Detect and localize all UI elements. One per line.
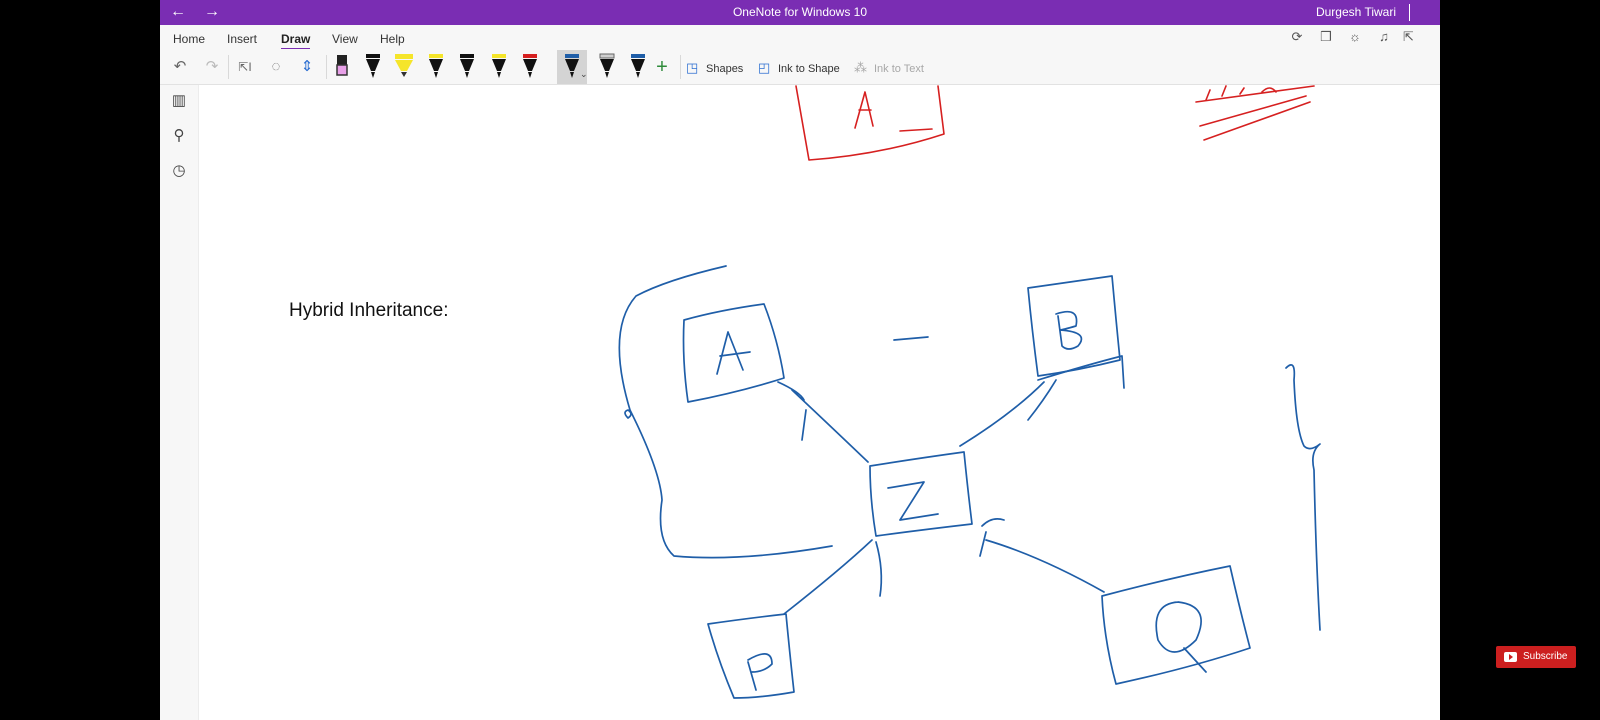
red-ink-box-a [795,85,945,161]
ink-letter-b [1055,310,1083,350]
pen-eraser-icon[interactable] [332,53,352,81]
pen-gray-icon[interactable] [597,53,617,81]
pen-yellow-icon[interactable] [426,53,446,81]
type-select-icon[interactable]: ⇱I [238,60,252,74]
ink-letter-a [716,331,751,375]
highlighter-yellow-icon[interactable] [394,53,414,81]
user-name[interactable]: Durgesh Tiwari [1315,5,1396,19]
back-button[interactable]: ← [170,3,186,20]
notebooks-icon[interactable]: ▥ [171,92,187,109]
navigation-sidebar: ▥ ⚲ ◷ [160,85,199,720]
lasso-select-icon[interactable]: ◌ [271,58,281,75]
tab-insert[interactable]: Insert [227,32,258,46]
bell-icon[interactable]: ♫ [1379,29,1389,44]
lightbulb-icon[interactable]: ☼ [1349,29,1361,44]
onenote-window: ← → OneNote for Windows 10 Durgesh Tiwar… [160,0,1440,720]
window-title: OneNote for Windows 10 [732,5,868,19]
ink-box-q [1101,565,1251,685]
ribbon-tabs: Home Insert Draw View Help ⟳ ❒ ☼ ♫ ⇱ [160,25,1440,50]
ink-to-shape-label: Ink to Shape [778,63,840,75]
ink-box-z [869,451,973,537]
ink-diagram-hybrid-inheritance [618,265,1321,699]
shapes-icon: ◳ [686,60,699,75]
add-pen-icon[interactable]: + [656,56,668,78]
chevron-down-icon[interactable]: ⌄ [580,69,588,79]
pen-yellow-2-icon[interactable] [489,53,509,81]
toolbar-divider [228,55,229,79]
ink-letter-q [1155,601,1207,673]
toolbar-divider [680,55,681,79]
undo-icon[interactable]: ↶ [173,58,187,75]
pen-blue-selected-icon[interactable] [562,53,582,81]
title-bar: ← → OneNote for Windows 10 Durgesh Tiwar… [160,0,1440,25]
draw-toolbar: ↶ ↷ ⇱I ◌ ⇕ ⌄ [160,49,1440,85]
youtube-play-icon [1504,652,1517,662]
recent-clock-icon[interactable]: ◷ [172,162,186,179]
shapes-button[interactable]: ◳ Shapes [686,60,743,76]
page-heading[interactable]: Hybrid Inheritance: [289,300,449,321]
youtube-subscribe-button[interactable]: Subscribe [1496,646,1576,668]
redo-icon[interactable]: ↷ [205,58,219,75]
pen-red-icon[interactable] [520,53,540,81]
ink-letter-p [747,653,773,691]
pen-black-2-icon[interactable] [457,53,477,81]
add-space-icon[interactable]: ⇕ [300,58,314,75]
pen-black-icon[interactable] [363,53,383,81]
forward-button[interactable]: → [204,3,220,20]
sync-icon[interactable]: ⟳ [1291,29,1303,44]
tab-view[interactable]: View [332,32,358,46]
ink-box-p [707,613,795,699]
ink-to-text-label: Ink to Text [874,63,924,75]
search-icon[interactable]: ⚲ [173,127,185,144]
ink-box-a [682,303,785,403]
red-ink-scribble [1195,85,1315,141]
ink-box-b [1027,275,1121,377]
toolbar-divider [326,55,327,79]
shapes-label: Shapes [706,63,744,75]
subscribe-label: Subscribe [1523,651,1568,662]
title-divider [1409,4,1410,21]
tab-home[interactable]: Home [173,32,206,46]
notebook-icon[interactable]: ❒ [1320,29,1332,44]
ink-to-shape-icon: ◰ [758,60,771,75]
tab-help[interactable]: Help [380,32,405,46]
ink-letter-z [887,481,939,521]
share-icon[interactable]: ⇱ [1403,29,1413,44]
pen-blue-icon[interactable] [628,53,648,81]
ink-canvas[interactable] [160,0,1440,720]
ink-to-shape-button[interactable]: ◰ Ink to Shape [758,60,840,76]
ink-to-text-icon: ⁂ [854,60,867,75]
ink-to-text-button[interactable]: ⁂ Ink to Text [854,60,924,76]
